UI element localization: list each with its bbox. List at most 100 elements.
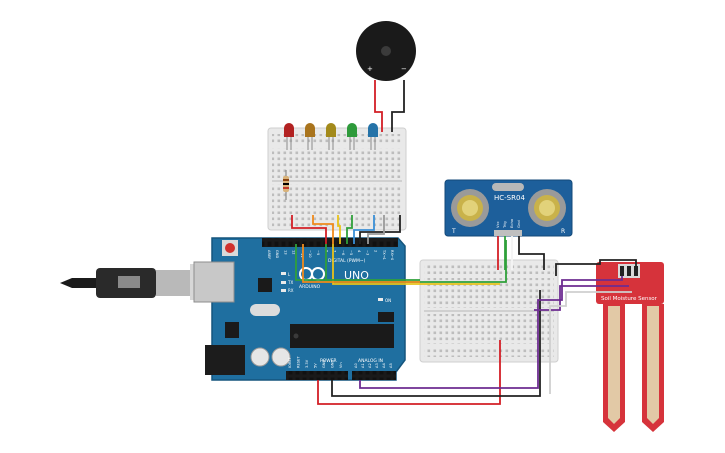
power-header-label: POWER bbox=[320, 358, 337, 364]
power-jack bbox=[205, 345, 245, 375]
brand-label: ARDUINO bbox=[299, 284, 321, 290]
digital-pin-label: TX→1 bbox=[382, 249, 386, 260]
soil-wire-white bbox=[549, 291, 632, 394]
digital-pin-label: ~11 bbox=[300, 250, 304, 258]
breadboard-right bbox=[419, 259, 559, 363]
digital-pin-label: 4 bbox=[357, 250, 361, 253]
buzzer-plus-label: + bbox=[367, 65, 373, 73]
wire-led5-blue bbox=[353, 215, 375, 244]
soil-probe-left bbox=[608, 306, 620, 424]
led-row bbox=[284, 123, 378, 150]
icsp-header bbox=[378, 312, 394, 322]
digital-pin-label: GND bbox=[275, 250, 279, 258]
soil-sensor-label: Soil Moisture Sensor bbox=[601, 296, 658, 302]
ultrasonic-model-label: HC-SR04 bbox=[494, 194, 525, 202]
buzzer-wire-black bbox=[391, 80, 405, 132]
led-on bbox=[378, 298, 383, 301]
analog-pin-label: A2 bbox=[368, 363, 372, 368]
status-led-label: L bbox=[288, 272, 291, 277]
power-pin-label: 3.3V bbox=[305, 359, 309, 368]
wire-led1-red bbox=[291, 215, 327, 244]
led-4 bbox=[347, 123, 357, 150]
power-pin-label: IOREF bbox=[288, 357, 292, 368]
usb-chip bbox=[258, 278, 272, 292]
digital-pin-label: RX←0 bbox=[390, 250, 394, 261]
soil-wire-black bbox=[555, 259, 637, 276]
analog-pin-label: A0 bbox=[354, 363, 358, 368]
ultrasonic-t-label: T bbox=[451, 228, 456, 235]
us-gnd-black bbox=[518, 236, 545, 270]
led-2 bbox=[305, 123, 315, 150]
crystal bbox=[492, 183, 524, 191]
wire-cross-green bbox=[295, 244, 420, 281]
digital-pin-label: ~10 bbox=[308, 250, 312, 258]
breadboard-top bbox=[267, 127, 407, 231]
wire-echo-orange bbox=[332, 244, 500, 285]
digital-pin-label: ~6 bbox=[341, 250, 345, 256]
analog-pin-label: A1 bbox=[361, 363, 365, 368]
digital-pin-label: ~9 bbox=[316, 250, 320, 256]
analog-pin-label: A5 bbox=[389, 363, 393, 368]
ultrasonic-r-label: R bbox=[561, 228, 565, 235]
soil-moisture-sensor: Soil Moisture Sensor bbox=[596, 262, 664, 432]
ultrasonic-pin-label: Gnd bbox=[516, 220, 521, 228]
ultrasonic-pin-label: Echo bbox=[509, 218, 514, 228]
soil-probe-right bbox=[647, 306, 659, 424]
wire-gnd-black bbox=[359, 215, 401, 244]
status-led-label: RX bbox=[288, 288, 294, 293]
led-rx bbox=[281, 289, 286, 292]
ultrasonic-pin-label: Trig bbox=[502, 221, 507, 229]
led-1 bbox=[284, 123, 294, 150]
ultrasonic-pins bbox=[494, 230, 522, 236]
wire-5v-red bbox=[317, 340, 501, 405]
arduino-uno-board: UNO ARDUINO DIGITAL (PWM~) POWER ANALOG … bbox=[193, 237, 406, 381]
power-pin-label: RESET bbox=[297, 356, 301, 368]
analog-header-label: ANALOG IN bbox=[358, 358, 383, 364]
wire-gnd-bottom bbox=[331, 290, 541, 397]
digital-pin-label: ~3 bbox=[365, 250, 369, 255]
digital-pin-label: AREF bbox=[267, 250, 271, 259]
capacitor-2 bbox=[271, 347, 291, 367]
usb-port bbox=[193, 261, 235, 303]
wire-buzzer-grey bbox=[367, 215, 385, 244]
power-pin-label: GND bbox=[322, 360, 326, 368]
digital-pin-label: 2 bbox=[374, 250, 378, 252]
piezo-buzzer: + − bbox=[356, 21, 416, 81]
led-3 bbox=[326, 123, 336, 150]
wire-led2-orange bbox=[312, 215, 334, 244]
power-pin-labels: IOREF RESET 3.3V 5V GND GND Vin bbox=[288, 356, 343, 368]
power-pin-label: Vin bbox=[339, 362, 343, 368]
led-tx bbox=[281, 281, 286, 284]
atmega-chip bbox=[290, 324, 394, 348]
buzzer-wire-red bbox=[374, 80, 383, 132]
power-pin-label: 5V bbox=[314, 363, 318, 368]
analog-pin-label: A3 bbox=[375, 363, 379, 368]
digital-pin-label: ~5 bbox=[349, 250, 353, 255]
wires bbox=[291, 80, 637, 405]
soil-wire-purple-a0 bbox=[359, 276, 623, 389]
buzzer-minus-label: − bbox=[401, 65, 407, 73]
soil-wire-purple-2 bbox=[534, 285, 629, 311]
digital-pin-label: 7 bbox=[333, 250, 337, 252]
wire-led4-green bbox=[346, 215, 353, 244]
digital-pin-label: 12 bbox=[292, 250, 296, 255]
power-pin-label: GND bbox=[331, 360, 335, 368]
ultrasonic-pin-label: Vcc bbox=[495, 221, 500, 228]
regulator bbox=[225, 322, 239, 338]
resistor bbox=[283, 170, 289, 200]
status-led-label: ON bbox=[385, 298, 391, 303]
status-led-label: TX bbox=[287, 280, 293, 285]
digital-pin-label: 13 bbox=[283, 250, 287, 255]
analog-pin-label: A4 bbox=[382, 363, 386, 368]
digital-header-label: DIGITAL (PWM~) bbox=[328, 258, 366, 264]
wire-led3-yellow bbox=[337, 215, 341, 244]
led-l bbox=[281, 272, 286, 275]
capacitor-1 bbox=[250, 347, 270, 367]
status-led-labels: L TX RX ON bbox=[287, 272, 391, 303]
crystal-oscillator bbox=[250, 304, 280, 316]
